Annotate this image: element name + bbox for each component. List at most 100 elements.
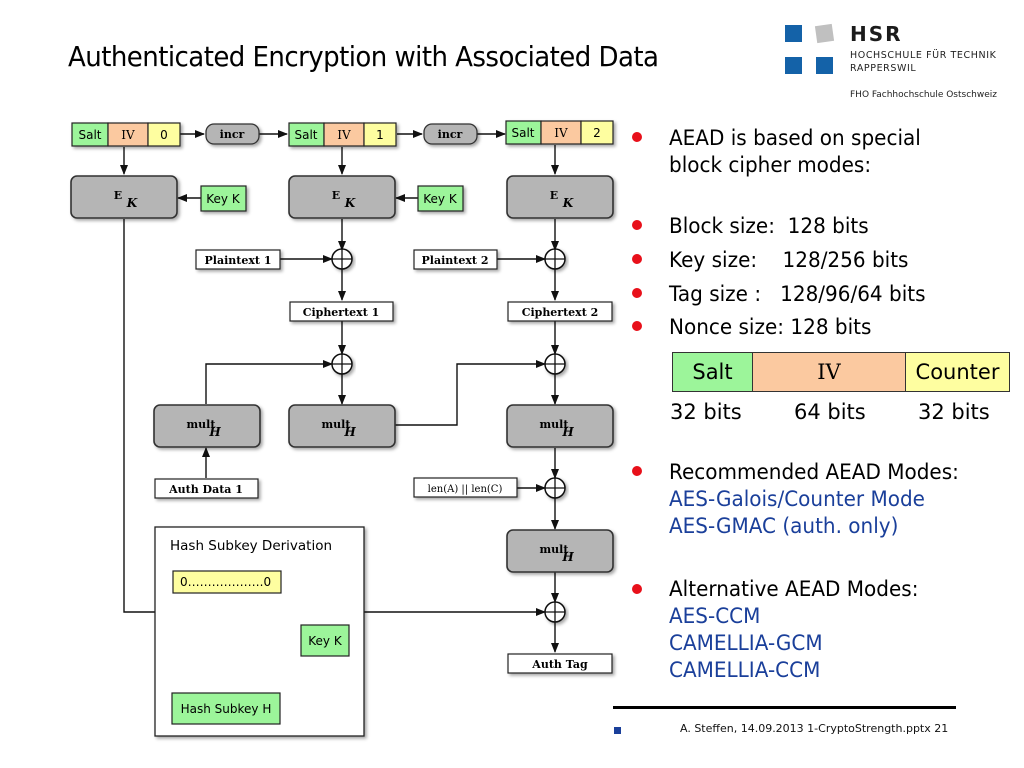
nonce-field-iv: IV	[753, 353, 906, 391]
nonce-bits-salt: 32 bits	[670, 400, 742, 424]
recommended-heading: Recommended AEAD Modes:	[669, 460, 959, 485]
xor-icon	[331, 353, 353, 375]
xor-icon	[544, 248, 566, 270]
ciphertext-label: Ciphertext 2	[522, 306, 599, 319]
counter-block-1	[288, 122, 397, 147]
salt-label: Salt	[511, 126, 534, 140]
bullet-icon	[632, 132, 642, 142]
bullet-icon	[632, 288, 642, 298]
length-box	[413, 477, 518, 498]
mult-block-label: mult	[540, 418, 570, 431]
footer-square-icon	[614, 727, 621, 734]
hash-subkey-title: Hash Subkey Derivation	[170, 538, 332, 554]
nonce-field-counter: Counter	[906, 353, 1009, 391]
key-box	[300, 624, 350, 657]
hash-subkey-output-label: Hash Subkey H	[181, 702, 272, 716]
logo-line1: HOCHSCHULE FÜR TECHNIK	[850, 50, 997, 61]
bullet-icon	[632, 321, 642, 331]
iv-label: IV	[337, 128, 351, 142]
footer-text: A. Steffen, 14.09.2013 1-CryptoStrength.…	[680, 722, 949, 735]
incr-label: incr	[220, 128, 245, 141]
bullet-icon	[632, 466, 642, 476]
footer-divider	[613, 706, 956, 709]
bullet-icon	[632, 584, 642, 594]
bullet-icon	[632, 254, 642, 264]
mult-block-label: mult	[187, 418, 217, 431]
mult-block-label: mult	[322, 418, 352, 431]
alternative-heading: Alternative AEAD Modes:	[669, 577, 919, 602]
cipher-block-subscript: K	[344, 196, 356, 210]
mult-block-subscript: H	[561, 425, 574, 439]
incr-block	[205, 123, 260, 145]
bullet-aead-line2: block cipher modes:	[669, 153, 872, 178]
plaintext-box	[195, 249, 281, 270]
bullet-icon	[632, 220, 642, 230]
key-label: Key K	[206, 192, 241, 206]
logo-square-icon	[816, 57, 833, 74]
incr-block	[423, 123, 478, 145]
plaintext-label: Plaintext 1	[205, 254, 272, 267]
length-label: len(A) || len(C)	[428, 484, 503, 495]
hash-subkey-output	[171, 692, 281, 725]
mult-block-subscript: H	[343, 425, 356, 439]
zero-block-label: 0……………….0	[180, 575, 271, 589]
auth-tag-label: Auth Tag	[531, 658, 588, 671]
salt-label: Salt	[78, 128, 101, 142]
cipher-block: EK	[506, 175, 614, 219]
zero-block	[172, 570, 282, 594]
recommended-mode: AES-Galois/Counter Mode	[669, 487, 925, 512]
key-label: Key K	[308, 634, 343, 648]
auth-data-label: Auth Data 1	[168, 483, 243, 496]
cipher-block: EK	[288, 175, 396, 219]
alternative-mode: CAMELLIA-CCM	[669, 658, 821, 683]
mult-block-label: mult	[540, 543, 570, 556]
cipher-block-subscript: K	[126, 196, 138, 210]
ciphertext-label: Ciphertext 1	[303, 306, 380, 319]
auth-tag-box	[507, 653, 613, 674]
nonce-layout-table: Salt IV Counter	[672, 352, 1010, 392]
slide-title: Authenticated Encryption with Associated…	[68, 40, 659, 73]
counter-block-0	[71, 122, 181, 147]
key-box	[200, 185, 247, 212]
salt-label: Salt	[294, 128, 317, 142]
auth-data-box	[154, 478, 259, 499]
mult-block-subscript: H	[561, 550, 574, 564]
counter-label: 1	[376, 128, 384, 142]
counter-label: 2	[593, 126, 601, 140]
key-box	[417, 185, 464, 212]
counter-label: 0	[160, 128, 168, 142]
spec-block-size: Block size: 128 bits	[669, 214, 869, 239]
mult-block-subscript: H	[208, 425, 221, 439]
recommended-mode: AES-GMAC (auth. only)	[669, 514, 899, 539]
cipher-block: EK	[70, 175, 178, 219]
xor-icon	[544, 477, 566, 499]
alternative-mode: CAMELLIA-GCM	[669, 631, 823, 656]
spec-nonce-size: Nonce size: 128 bits	[669, 315, 872, 340]
plaintext-box	[413, 249, 498, 270]
cipher-block-label: E	[332, 189, 340, 202]
logo-line2: RAPPERSWIL	[850, 63, 917, 74]
logo-line3: FHO Fachhochschule Ostschweiz	[850, 90, 997, 100]
iv-label: IV	[121, 128, 135, 142]
alternative-mode: AES-CCM	[669, 604, 761, 629]
plaintext-label: Plaintext 2	[422, 254, 489, 267]
nonce-bits-iv: 64 bits	[794, 400, 866, 424]
gcm-diagram: Salt IV 0 Salt IV 1 Salt IV 2 incr incr …	[70, 120, 614, 737]
ciphertext-box	[507, 301, 613, 322]
cipher-block-subscript: K	[562, 196, 574, 210]
cipher-block-label: E	[550, 189, 558, 202]
spec-key-size: Key size: 128/256 bits	[669, 248, 909, 273]
incr-label: incr	[438, 128, 463, 141]
spec-tag-size: Tag size : 128/96/64 bits	[669, 282, 926, 307]
logo-name: HSR	[850, 22, 903, 46]
counter-block-2	[505, 120, 614, 145]
iv-label: IV	[554, 126, 568, 140]
nonce-bits-counter: 32 bits	[918, 400, 990, 424]
xor-icon	[544, 353, 566, 375]
cipher-block-label: E	[114, 189, 122, 202]
bullet-aead-line1: AEAD is based on special	[669, 126, 921, 151]
